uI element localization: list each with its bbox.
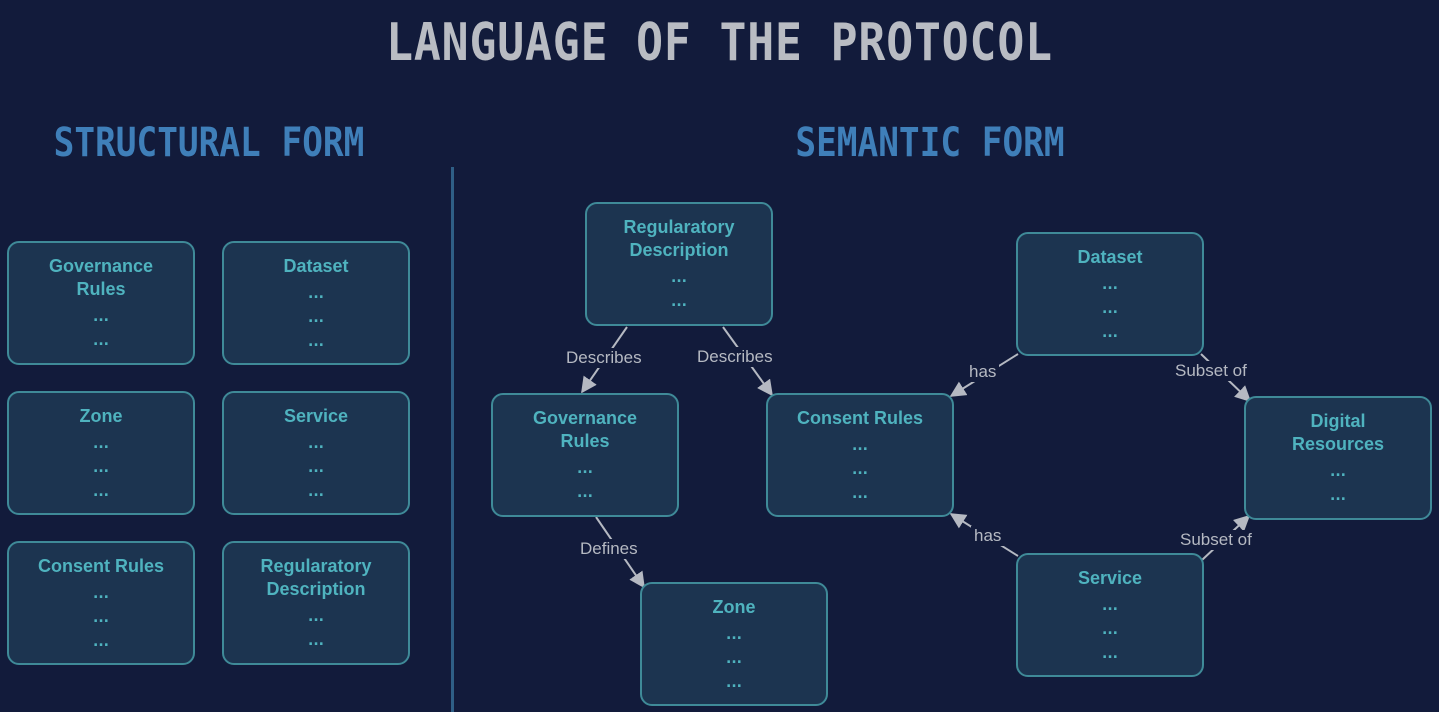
structural-box-zone[interactable]: Zone ... ... ... bbox=[7, 391, 195, 515]
structural-box-regulatory-description[interactable]: Regularatory Description ... ... bbox=[222, 541, 410, 665]
structural-form-title: STRUCTURAL FORM bbox=[53, 120, 365, 166]
edge-label-subset-of-1: Subset of bbox=[1172, 361, 1250, 381]
box-line: ... bbox=[93, 436, 109, 452]
box-line: ... bbox=[852, 438, 868, 454]
box-line: ... bbox=[93, 333, 109, 349]
box-line: ... bbox=[1330, 464, 1346, 480]
box-title: Service bbox=[283, 406, 349, 426]
edge-label-describes-1: Describes bbox=[563, 348, 645, 368]
box-line: ... bbox=[93, 610, 109, 626]
box-line: ... bbox=[308, 436, 324, 452]
box-line: ... bbox=[308, 286, 324, 302]
box-line: ... bbox=[577, 485, 593, 501]
box-line: ... bbox=[1102, 622, 1118, 638]
semantic-form-title: SEMANTIC FORM bbox=[795, 120, 1065, 166]
box-line: ... bbox=[93, 634, 109, 650]
box-line: ... bbox=[577, 461, 593, 477]
box-line: ... bbox=[93, 460, 109, 476]
box-line: ... bbox=[308, 334, 324, 350]
box-line: ... bbox=[1102, 646, 1118, 662]
box-title: Consent Rules bbox=[37, 556, 165, 576]
box-line: ... bbox=[671, 294, 687, 310]
box-title: Governance Rules bbox=[532, 408, 638, 451]
box-line: ... bbox=[308, 310, 324, 326]
box-title: Zone bbox=[79, 406, 123, 426]
semantic-node-service[interactable]: Service ... ... ... bbox=[1016, 553, 1204, 677]
structural-box-dataset[interactable]: Dataset ... ... ... bbox=[222, 241, 410, 365]
box-line: ... bbox=[93, 586, 109, 602]
box-title: Regularatory Description bbox=[623, 217, 735, 260]
section-divider bbox=[451, 167, 454, 712]
box-line: ... bbox=[308, 633, 324, 649]
box-line: ... bbox=[671, 270, 687, 286]
box-title: Governance Rules bbox=[48, 256, 154, 299]
semantic-node-consent-rules[interactable]: Consent Rules ... ... ... bbox=[766, 393, 954, 517]
box-line: ... bbox=[93, 309, 109, 325]
edge-label-describes-2: Describes bbox=[694, 347, 776, 367]
box-title: Dataset bbox=[283, 256, 349, 276]
box-title: Service bbox=[1077, 568, 1143, 588]
box-line: ... bbox=[308, 460, 324, 476]
box-line: ... bbox=[1102, 301, 1118, 317]
edge-label-has-1: has bbox=[966, 362, 1000, 382]
edge-label-subset-of-2: Subset of bbox=[1177, 530, 1255, 550]
box-title: Dataset bbox=[1077, 247, 1143, 267]
box-line: ... bbox=[726, 675, 742, 691]
box-line: ... bbox=[1102, 277, 1118, 293]
box-title: Regularatory Description bbox=[260, 556, 372, 599]
box-line: ... bbox=[1102, 325, 1118, 341]
box-line: ... bbox=[726, 627, 742, 643]
box-title: Zone bbox=[712, 597, 756, 617]
semantic-node-zone[interactable]: Zone ... ... ... bbox=[640, 582, 828, 706]
box-line: ... bbox=[852, 462, 868, 478]
structural-box-service[interactable]: Service ... ... ... bbox=[222, 391, 410, 515]
structural-box-governance-rules[interactable]: Governance Rules ... ... bbox=[7, 241, 195, 365]
edge-label-defines: Defines bbox=[577, 539, 641, 559]
semantic-node-governance-rules[interactable]: Governance Rules ... ... bbox=[491, 393, 679, 517]
structural-box-consent-rules[interactable]: Consent Rules ... ... ... bbox=[7, 541, 195, 665]
box-line: ... bbox=[308, 484, 324, 500]
box-line: ... bbox=[1102, 598, 1118, 614]
box-line: ... bbox=[726, 651, 742, 667]
box-line: ... bbox=[852, 486, 868, 502]
edge-label-has-2: has bbox=[971, 526, 1005, 546]
semantic-node-regulatory-description[interactable]: Regularatory Description ... ... bbox=[585, 202, 773, 326]
box-title: Digital Resources bbox=[1291, 411, 1385, 454]
box-line: ... bbox=[93, 484, 109, 500]
semantic-node-dataset[interactable]: Dataset ... ... ... bbox=[1016, 232, 1204, 356]
box-title: Consent Rules bbox=[796, 408, 924, 428]
box-line: ... bbox=[1330, 488, 1346, 504]
page-title: LANGUAGE OF THE PROTOCOL bbox=[386, 13, 1053, 73]
box-line: ... bbox=[308, 609, 324, 625]
semantic-node-digital-resources[interactable]: Digital Resources ... ... bbox=[1244, 396, 1432, 520]
